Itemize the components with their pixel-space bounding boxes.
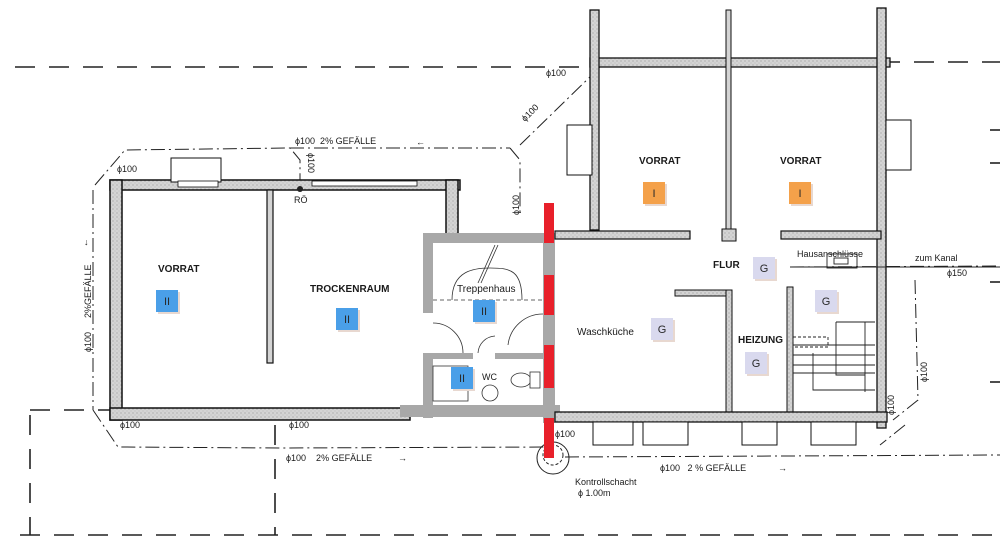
- room-label-vorrat-right: VORRAT: [780, 156, 821, 167]
- category-badge-vorrat-mid: I: [643, 182, 667, 206]
- room-label-heizung: HEIZUNG: [738, 335, 783, 346]
- annotation-pipe-topleft: ϕ100: [117, 164, 137, 174]
- badge-label: II: [459, 373, 465, 385]
- annotation-slope-bottom-left: ϕ100 2% GEFÄLLE: [286, 453, 372, 463]
- left-block-walls: [109, 157, 461, 421]
- category-badge-heizung: G: [745, 352, 769, 376]
- annotation-pipe-vertical-mid: ϕ100: [511, 195, 521, 215]
- red-marker: [544, 203, 554, 243]
- room-label-waschkueche: Waschküche: [577, 327, 634, 338]
- annotation-ro: RÖ: [294, 195, 308, 205]
- annotation-slope-top: ϕ100 2% GEFÄLLE: [295, 136, 376, 146]
- annotation-arrow-top: ←: [416, 137, 425, 147]
- badge-swatch: [473, 300, 495, 322]
- badge-label: I: [798, 188, 801, 200]
- category-badge-trockenraum: II: [336, 308, 360, 332]
- category-badge-hausanschluesse: G: [815, 290, 839, 314]
- red-markers: [544, 203, 554, 458]
- annotation-pipe-diagonal: ϕ100: [519, 102, 540, 123]
- annotation-arrow-bottom-right: →: [778, 463, 787, 473]
- badge-label: II: [481, 306, 487, 318]
- badge-label: II: [344, 314, 350, 326]
- badge-label: G: [822, 296, 831, 308]
- badge-swatch: [643, 182, 665, 204]
- category-badge-treppenhaus: II: [473, 300, 497, 324]
- annotation-pipe-top-vertical: ϕ100: [306, 153, 316, 173]
- badge-swatch: [753, 257, 775, 279]
- badge-label: G: [752, 358, 761, 370]
- annotation-pipe-schacht: ϕ100: [555, 429, 575, 439]
- annotation-pipe-bottom-left: ϕ100: [120, 420, 140, 430]
- badge-swatch: [789, 182, 811, 204]
- drainage-lines: [92, 71, 1000, 458]
- annotation-pipe-right-vertical-2: ϕ100: [919, 362, 929, 382]
- annotation-slope-left: 2%GEFÄLLE: [83, 264, 93, 318]
- annotation-pipe-right-vertical-1: ϕ100: [886, 395, 896, 415]
- middle-block-walls: [400, 233, 560, 423]
- room-label-treppenhaus: Treppenhaus: [457, 284, 516, 295]
- room-label-vorrat-left: VORRAT: [158, 264, 199, 275]
- room-label-flur: FLUR: [713, 260, 740, 271]
- red-marker: [544, 345, 554, 388]
- badge-swatch: [815, 290, 837, 312]
- badge-label: II: [164, 296, 170, 308]
- room-label-trockenraum: TROCKENRAUM: [310, 284, 389, 295]
- stair-sketch: [432, 244, 545, 354]
- badge-swatch: [651, 318, 673, 340]
- stairs-right: [790, 253, 1000, 392]
- annotation-arrow-left-down: ↓: [84, 237, 89, 247]
- annotation-kontrollschacht-size: ϕ 1.00m: [578, 488, 611, 498]
- annotation-pipe-d150: ϕ150: [947, 268, 967, 278]
- room-label-vorrat-mid: VORRAT: [639, 156, 680, 167]
- badge-label: I: [652, 188, 655, 200]
- badge-swatch: [156, 290, 178, 312]
- annotation-pipe-bottom-mid: ϕ100: [289, 420, 309, 430]
- annotation-zum-kanal: zum Kanal: [915, 253, 958, 263]
- category-badge-flur: G: [753, 257, 777, 281]
- property-lines: [15, 61, 1000, 536]
- category-badge-vorrat-left: II: [156, 290, 180, 314]
- annotation-pipe-top-right: ϕ100: [546, 68, 566, 78]
- badge-swatch: [336, 308, 358, 330]
- category-badge-wc: II: [451, 367, 475, 391]
- room-label-wc: WC: [482, 372, 497, 382]
- red-marker: [544, 275, 554, 315]
- category-badge-vorrat-right: I: [789, 182, 813, 206]
- category-badge-waschkueche: G: [651, 318, 675, 342]
- badge-label: G: [658, 324, 667, 336]
- room-label-hausanschluesse: Hausanschlüsse: [797, 249, 863, 259]
- annotation-arrow-bottom-left: →: [398, 453, 407, 463]
- right-block-walls: [554, 7, 912, 446]
- annotation-kontrollschacht: Kontrollschacht: [575, 477, 637, 487]
- badge-swatch: [745, 352, 767, 374]
- annotation-slope-left-pipe: ϕ100: [83, 332, 93, 352]
- red-marker: [544, 418, 554, 458]
- wc-fixtures: [432, 365, 541, 402]
- badge-label: G: [760, 263, 769, 275]
- badge-swatch: [451, 367, 473, 389]
- annotation-slope-bottom-right: ϕ100 2 % GEFÄLLE: [660, 463, 746, 473]
